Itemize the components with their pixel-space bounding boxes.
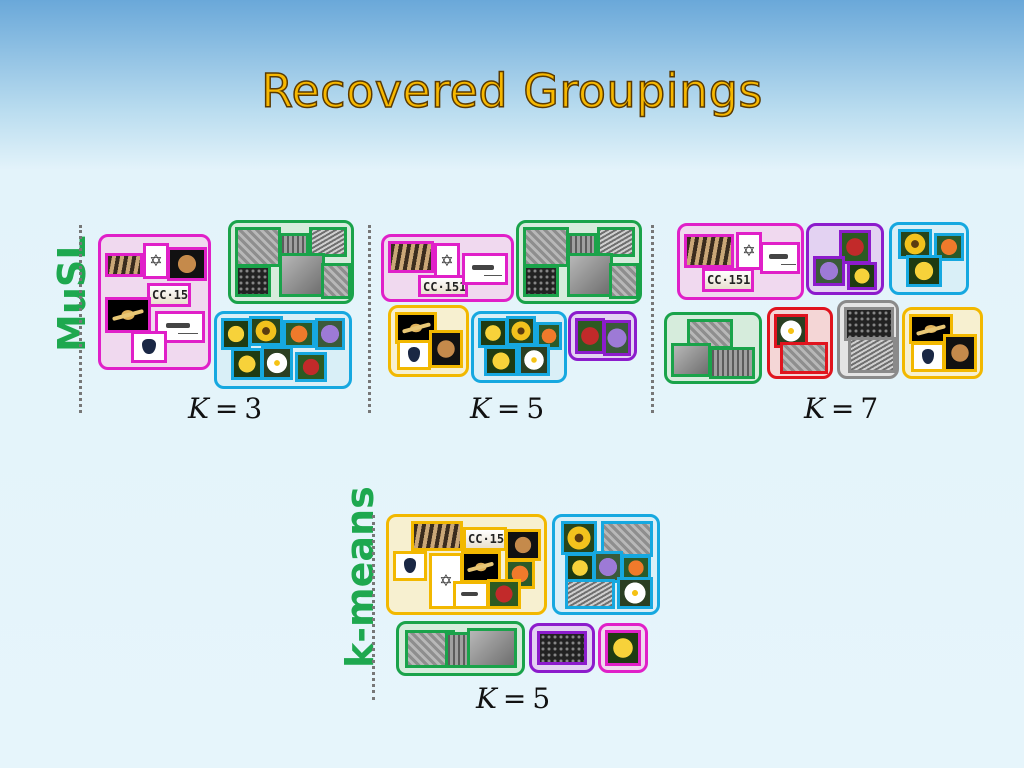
license-plate-image bbox=[147, 283, 191, 307]
texture-image bbox=[309, 227, 347, 257]
flower-image bbox=[561, 521, 597, 555]
flower-image bbox=[605, 630, 641, 666]
cluster-group bbox=[516, 220, 642, 304]
guitar-pick-image bbox=[131, 331, 167, 363]
revolver-image bbox=[760, 242, 800, 274]
separator bbox=[372, 515, 375, 700]
texture-image bbox=[609, 263, 639, 299]
mars-image bbox=[429, 330, 463, 368]
flower-image bbox=[847, 262, 877, 290]
cluster-group bbox=[386, 514, 547, 615]
zebra-image bbox=[684, 234, 734, 268]
flower-image bbox=[575, 318, 605, 354]
k-label: K=7 bbox=[804, 392, 879, 425]
menorah-image bbox=[143, 243, 169, 279]
k-label: K=3 bbox=[188, 392, 263, 425]
license-plate-image bbox=[702, 268, 754, 292]
flower-image bbox=[484, 346, 518, 376]
flower-image bbox=[906, 255, 942, 287]
cluster-group bbox=[664, 312, 762, 384]
cluster-group bbox=[837, 300, 899, 379]
cluster-group bbox=[552, 514, 660, 615]
separator bbox=[368, 225, 371, 413]
flower-image bbox=[603, 320, 631, 356]
flower-image bbox=[617, 577, 653, 609]
flower-image bbox=[478, 318, 508, 348]
guitar-pick-image bbox=[397, 340, 431, 370]
texture-image bbox=[848, 337, 896, 373]
texture-image bbox=[780, 342, 828, 374]
cluster-group bbox=[228, 220, 354, 304]
saturn-image bbox=[105, 297, 151, 333]
license-plate-image bbox=[463, 527, 507, 551]
cluster-group bbox=[396, 621, 525, 676]
texture-image bbox=[235, 227, 281, 267]
cluster-group bbox=[388, 305, 469, 377]
mars-image bbox=[167, 247, 207, 281]
texture-image bbox=[567, 253, 613, 297]
flower-image bbox=[249, 316, 283, 346]
revolver-image bbox=[462, 253, 508, 285]
texture-image bbox=[405, 630, 455, 668]
texture-image bbox=[321, 263, 351, 299]
flower-image bbox=[221, 318, 251, 350]
zebra-image bbox=[105, 253, 143, 277]
mars-image bbox=[505, 529, 541, 561]
texture-image bbox=[844, 307, 894, 341]
menorah-image bbox=[736, 232, 762, 270]
cluster-group bbox=[889, 222, 969, 295]
k-label: K=5 bbox=[470, 392, 545, 425]
cluster-group bbox=[98, 234, 211, 370]
cluster-group bbox=[529, 623, 595, 673]
texture-image bbox=[597, 227, 635, 257]
cluster-group bbox=[214, 311, 352, 389]
texture-image bbox=[523, 265, 559, 297]
menorah-image bbox=[434, 243, 460, 279]
separator bbox=[79, 225, 82, 413]
guitar-pick-image bbox=[911, 342, 945, 372]
mars-image bbox=[943, 334, 977, 372]
texture-image bbox=[565, 579, 615, 609]
texture-image bbox=[279, 253, 325, 297]
flower-image bbox=[283, 320, 315, 348]
license-plate-image bbox=[418, 275, 468, 297]
texture-image bbox=[709, 347, 755, 379]
zebra-image bbox=[411, 521, 463, 551]
flower-image bbox=[518, 344, 550, 376]
flower-image bbox=[506, 316, 536, 346]
zebra-image bbox=[388, 241, 434, 273]
cluster-group bbox=[471, 311, 567, 383]
flower-image bbox=[295, 352, 327, 382]
flower-image bbox=[813, 256, 845, 286]
cluster-group bbox=[598, 623, 648, 673]
guitar-pick-image bbox=[393, 551, 427, 581]
texture-image bbox=[537, 631, 587, 665]
cluster-group bbox=[381, 234, 514, 302]
separator bbox=[651, 225, 654, 413]
flower-image bbox=[487, 579, 521, 609]
texture-image bbox=[671, 343, 711, 377]
cluster-group bbox=[806, 223, 884, 295]
texture-image bbox=[523, 227, 569, 267]
cluster-group bbox=[677, 223, 804, 300]
cluster-group bbox=[767, 307, 833, 379]
musl-row-label: MuSL bbox=[50, 235, 94, 352]
texture-image bbox=[467, 628, 517, 668]
flower-image bbox=[315, 318, 345, 350]
slide-title: Recovered Groupings bbox=[260, 63, 763, 119]
revolver-image bbox=[453, 581, 489, 609]
flower-image bbox=[231, 348, 263, 380]
flower-image bbox=[261, 346, 293, 380]
k-label: K=5 bbox=[476, 682, 551, 715]
cluster-group bbox=[902, 307, 983, 379]
texture-image bbox=[235, 265, 271, 297]
kmeans-row-label: k-means bbox=[338, 486, 382, 668]
cluster-group bbox=[568, 311, 637, 361]
